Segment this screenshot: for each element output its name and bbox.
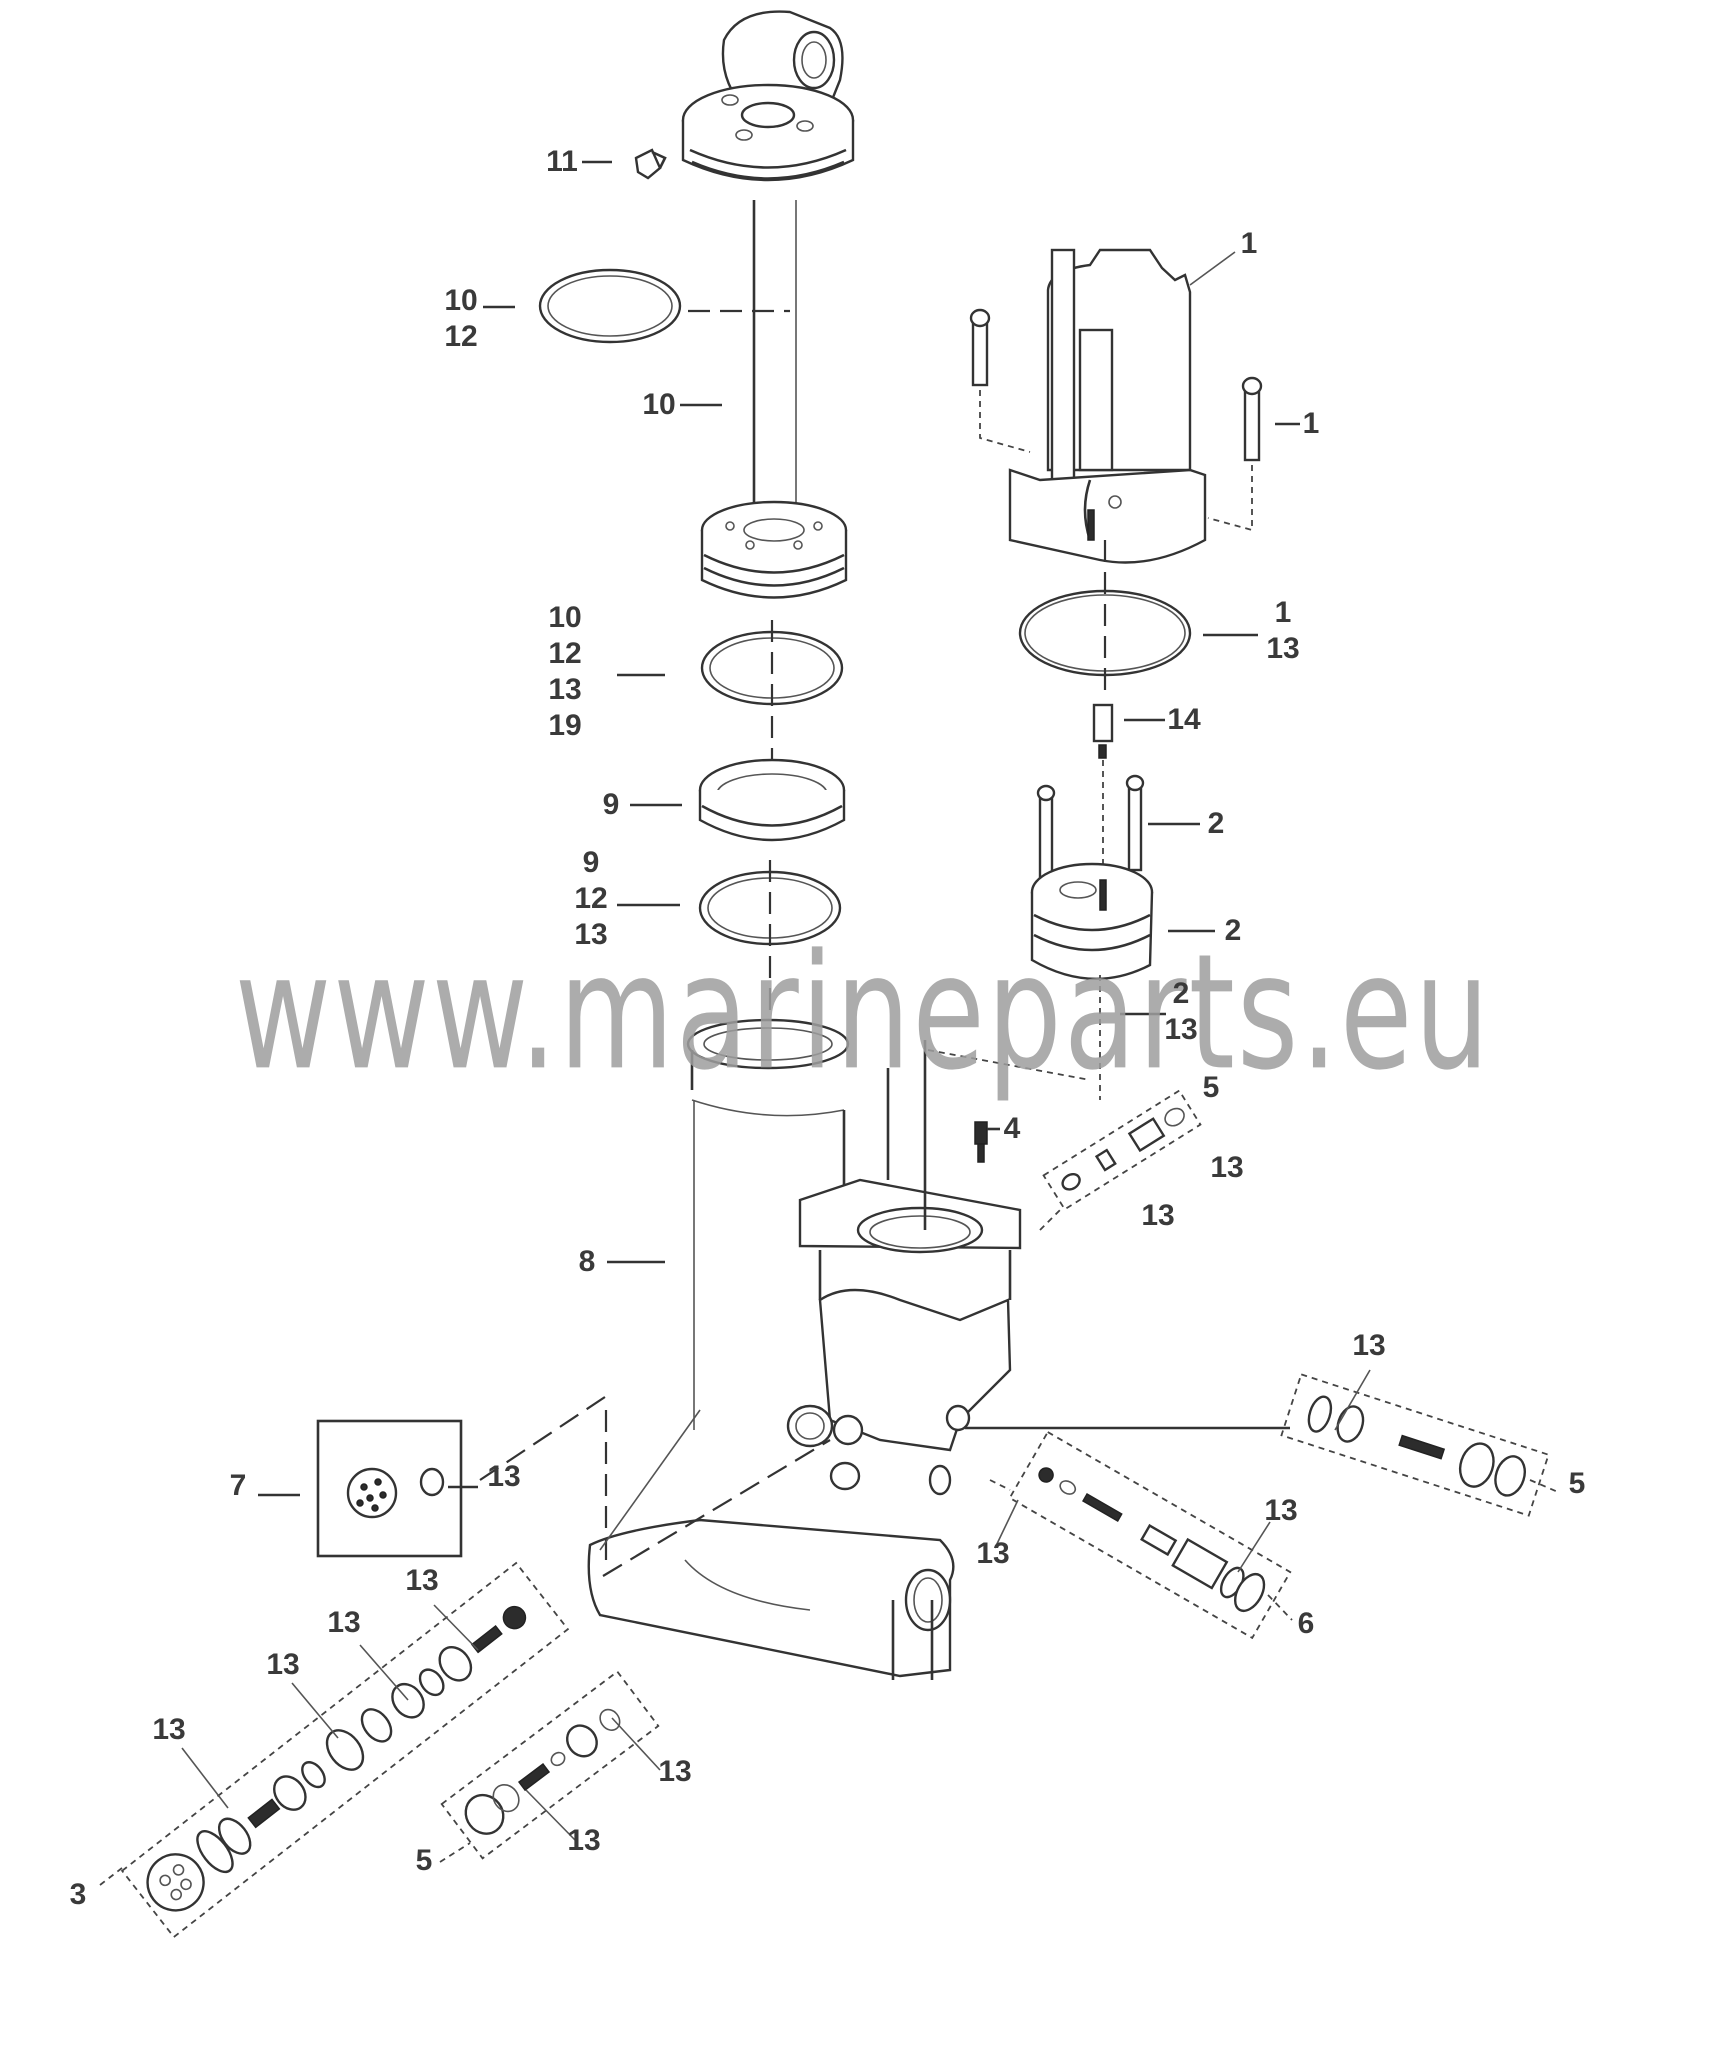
- callout-line: 13: [574, 918, 608, 951]
- callout-13: 13: [658, 1755, 692, 1788]
- callout-13: 13: [487, 1460, 521, 1493]
- callout-6: 6: [1297, 1607, 1315, 1640]
- callout-line: 12: [548, 637, 582, 670]
- callout-5-lower: 5: [415, 1844, 433, 1877]
- callout-13: 13: [1352, 1329, 1386, 1362]
- callout-2-screw: 2: [1207, 807, 1225, 840]
- callout-13: 13: [266, 1648, 300, 1681]
- callout-14: 14: [1167, 703, 1201, 736]
- callout-line: 1: [1274, 596, 1292, 629]
- callout-5-upper: 5: [1202, 1071, 1220, 1104]
- callout-5-right: 5: [1568, 1467, 1586, 1500]
- callout-line: 13: [1266, 632, 1300, 665]
- trim-ram-assembly: [634, 10, 855, 599]
- callout-13: 13: [405, 1564, 439, 1597]
- callout-1-screw: 1: [1302, 407, 1320, 440]
- callout-10-shaft: 10: [642, 388, 676, 421]
- callout-1-motor: 1: [1240, 227, 1258, 260]
- callout-line: 9: [582, 846, 600, 879]
- callout-7: 7: [229, 1469, 247, 1502]
- callout-line: 12: [444, 320, 478, 353]
- manifold-housing: [479, 1018, 1022, 1680]
- callout-13: 13: [1141, 1199, 1175, 1232]
- callout-13: 13: [567, 1824, 601, 1857]
- callout-line: 12: [574, 882, 608, 915]
- pump-motor: [969, 248, 1263, 564]
- callout-13: 13: [976, 1537, 1010, 1570]
- callout-13: 13: [1264, 1494, 1298, 1527]
- callout-13: 13: [327, 1606, 361, 1639]
- callout-line: 10: [444, 284, 478, 317]
- callout-8: 8: [578, 1245, 596, 1278]
- callout-line: 19: [548, 709, 582, 742]
- callout-13: 13: [152, 1713, 186, 1746]
- watermark-text: www.marineparts.eu: [234, 918, 1492, 1106]
- callout-4: 4: [1003, 1112, 1021, 1145]
- callout-3: 3: [69, 1878, 87, 1911]
- callout-line: 13: [548, 673, 582, 706]
- callout-13: 13: [1210, 1151, 1244, 1184]
- callout-11: 11: [546, 145, 578, 178]
- callout-line: 10: [548, 601, 582, 634]
- callout-line: 2: [1172, 977, 1190, 1010]
- callout-2-pump: 2: [1224, 914, 1242, 947]
- callout-9-cap: 9: [602, 788, 620, 821]
- callout-line: 13: [1164, 1013, 1198, 1046]
